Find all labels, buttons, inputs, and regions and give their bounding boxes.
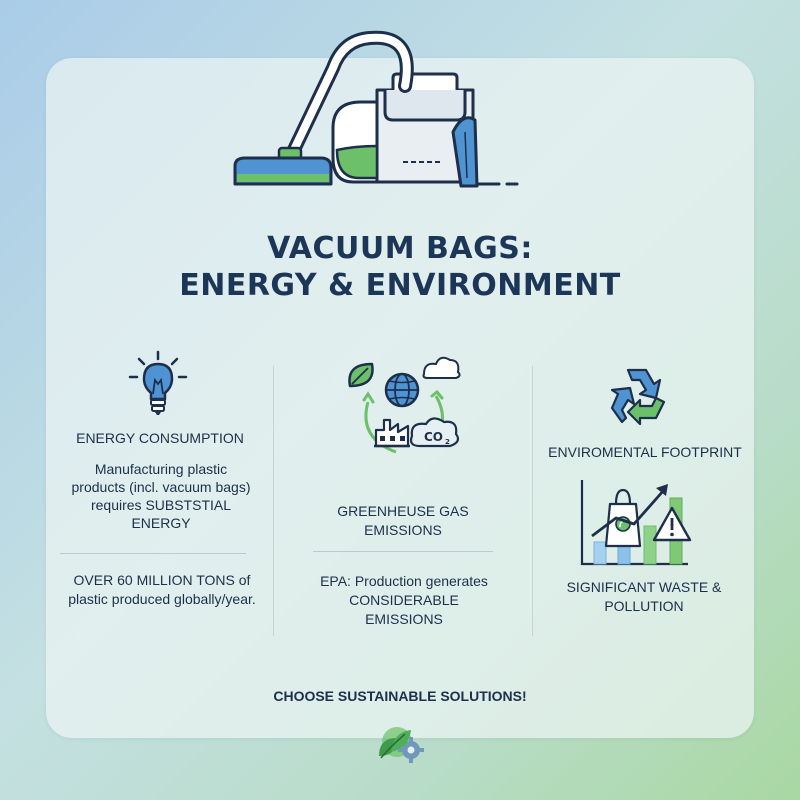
globe-cycle-icon: CO 2 bbox=[338, 350, 468, 475]
lightbulb-icon bbox=[126, 350, 190, 421]
column-divider bbox=[273, 366, 274, 636]
vacuum-cleaner-icon bbox=[225, 28, 535, 198]
footprint-heading: ENVIROMENTAL FOOTPRINT bbox=[548, 444, 742, 460]
footer-call-to-action: CHOOSE SUSTAINABLE SOLUTIONS! bbox=[273, 688, 527, 704]
energy-stat: OVER 60 MILLION TONS of plastic produced… bbox=[68, 572, 256, 607]
section-divider bbox=[60, 553, 246, 554]
energy-body: Manufacturing plastic products (incl. va… bbox=[71, 461, 251, 531]
svg-text:2: 2 bbox=[445, 438, 450, 446]
column-divider bbox=[532, 366, 533, 636]
emissions-stat: EPA: Production generates CONSIDERABLE E… bbox=[320, 573, 488, 627]
waste-chart-icon bbox=[576, 476, 692, 573]
page-title-line2: ENERGY & ENVIRONMENT bbox=[179, 268, 621, 303]
emissions-heading: GREENHEUSE GAS EMISSIONS bbox=[337, 503, 469, 538]
svg-text:CO: CO bbox=[424, 430, 443, 444]
recycle-icon bbox=[600, 362, 674, 435]
footprint-stat: SIGNIFICANT WASTE & POLLUTION bbox=[566, 579, 722, 614]
section-divider bbox=[313, 551, 493, 552]
energy-heading: ENERGY CONSUMPTION bbox=[76, 430, 244, 446]
page-title-line1: VACUUM BAGS: bbox=[267, 231, 533, 266]
eco-gear-icon bbox=[373, 722, 427, 773]
